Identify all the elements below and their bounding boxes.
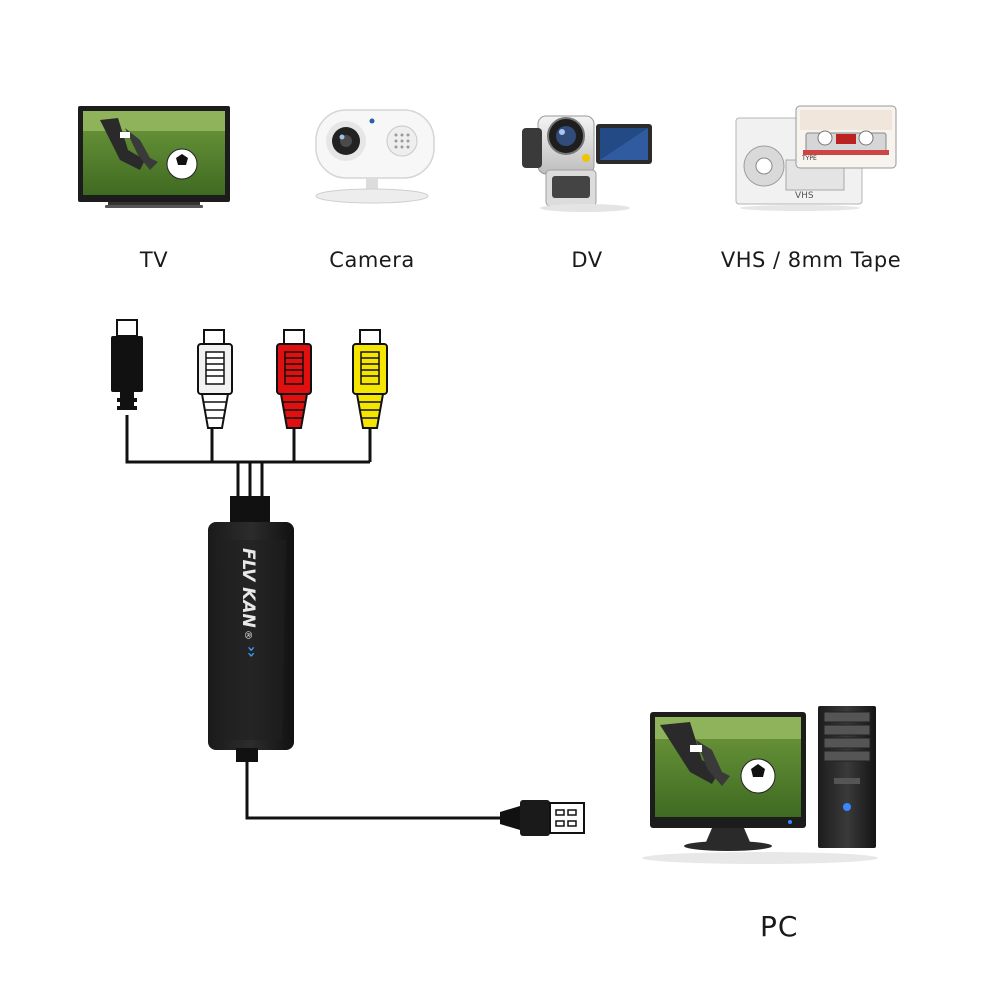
camera-icon [315,109,435,204]
adapter-brand: FLV KAN [238,548,258,628]
camcorder-icon [522,115,652,212]
s-video-connector [111,319,143,410]
type-text: TYPE [801,155,817,162]
rca-yellow-connector [352,329,388,429]
pc-icon [642,706,878,864]
tape-icon: VHS TYPE [735,105,897,211]
registered-mark: ® [242,630,253,640]
pc-label: PC [760,910,799,943]
rca-white-connector [197,329,233,429]
capture-adapter: FLV KAN ® ›› [208,496,294,762]
device-label-camera: Camera [329,248,415,272]
cable-harness [125,415,500,820]
device-label-tv: TV [139,248,169,272]
rca-red-connector [276,329,312,429]
device-label-dv: DV [571,248,603,272]
adapter-indicator-icon: ›› [243,646,259,658]
vhs-text: VHS [795,191,814,201]
tv-icon [78,106,230,208]
device-label-tape: VHS / 8mm Tape [720,248,902,272]
usb-plug [500,800,585,836]
